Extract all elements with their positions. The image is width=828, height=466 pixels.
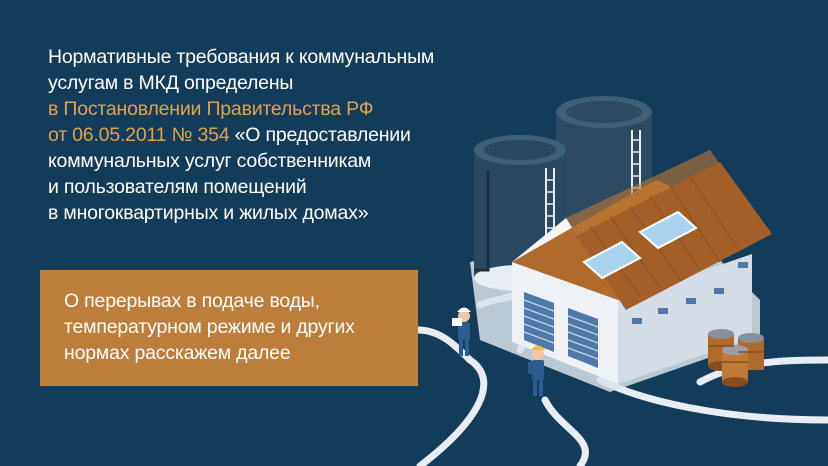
worker-icon bbox=[528, 345, 545, 396]
barrel-icon bbox=[708, 329, 764, 387]
worker-icon bbox=[452, 307, 471, 356]
intro-line-5: коммунальных услуг собственникам bbox=[48, 150, 372, 172]
callout-line-2: температурном режиме и других bbox=[64, 316, 355, 338]
intro-line-4: от 06.05.2011 № 354 «О предоставлении bbox=[48, 122, 448, 148]
intro-line-6: и пользователям помещений bbox=[48, 176, 307, 198]
callout-line-3: нормах расскажем далее bbox=[64, 342, 291, 364]
intro-text: Нормативные требования к коммунальным ус… bbox=[48, 44, 448, 226]
callout-text: О перерывах в подаче воды, температурном… bbox=[64, 288, 355, 366]
intro-line-2: услугам в МКД определены bbox=[48, 72, 294, 94]
callout-box: О перерывах в подаче воды, температурном… bbox=[40, 270, 418, 386]
intro-line-1: Нормативные требования к коммунальным bbox=[48, 46, 435, 68]
callout-line-1: О перерывах в подаче воды, bbox=[64, 290, 320, 312]
intro-line-3-accent: в Постановлении Правительства РФ bbox=[48, 98, 374, 120]
building-icon bbox=[512, 150, 772, 384]
resolution-reference: от 06.05.2011 № 354 bbox=[48, 124, 230, 146]
intro-line-4-rest: «О предоставлении bbox=[229, 124, 411, 146]
intro-line-7: в многоквартирных и жилых домах» bbox=[48, 202, 369, 224]
